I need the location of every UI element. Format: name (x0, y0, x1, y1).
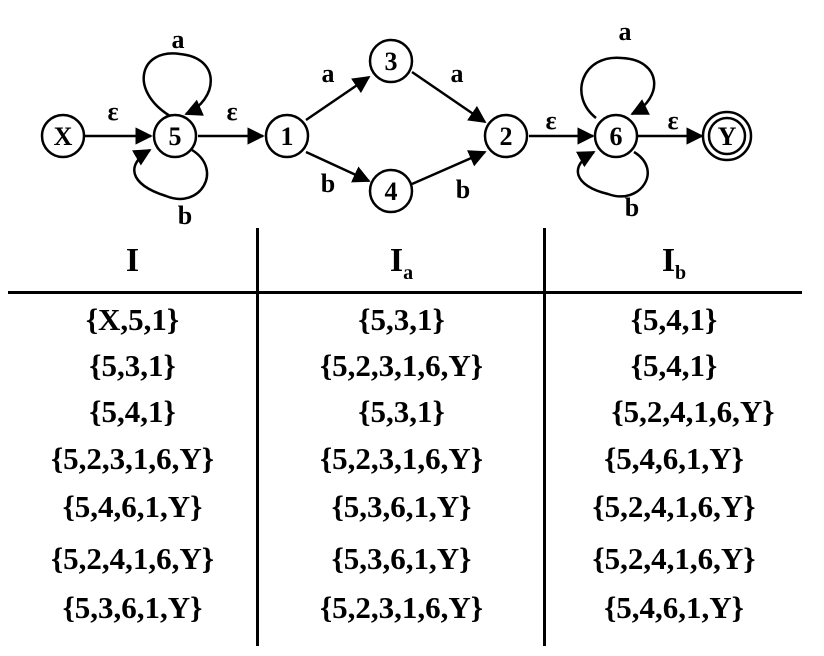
svg-text:Y: Y (718, 122, 737, 151)
table-cell: {5,3,1} (358, 302, 445, 337)
header-i-a: Ia (389, 242, 414, 284)
table-cell: {5,4,1} (89, 394, 176, 429)
state-2: 2 (483, 113, 529, 159)
label-5-1: ε (226, 97, 237, 126)
table-cell: {5,2,4,1,6,Y} (50, 541, 215, 576)
state-1: 1 (264, 113, 310, 159)
label-6-y: ε (667, 106, 678, 135)
subset-construction-table: I Ia Ib {X,5,1} {5,3,1} {5,4,1} {5,3,1} … (0, 228, 824, 656)
state-5: 5 (152, 113, 198, 159)
table-cell: {5,3,1} (358, 394, 445, 429)
column-divider-1 (256, 228, 259, 646)
state-6: 6 (593, 113, 639, 159)
table-cell: {5,3,6,1,Y} (62, 590, 203, 625)
loop-5-b (131, 148, 209, 201)
table-cell: {5,3,1} (89, 348, 176, 383)
label-loop-5-a: a (172, 25, 185, 54)
svg-text:2: 2 (500, 122, 513, 151)
svg-text:X: X (54, 122, 73, 151)
table-cell: {X,5,1} (85, 302, 180, 337)
table-cell: {5,3,6,1,Y} (331, 541, 472, 576)
table-cell: {5,4,6,1,Y} (604, 590, 744, 625)
nfa-diagram: X 5 1 3 4 2 6 Y ε a b ε a b a b ε a b ε (40, 17, 753, 228)
label-4-2: b (456, 175, 470, 204)
edge-4-2 (411, 150, 487, 186)
svg-text:6: 6 (610, 122, 623, 151)
table-cell: {5,2,3,1,6,Y} (50, 441, 215, 476)
header-divider (8, 291, 802, 294)
edge-1-4 (305, 150, 371, 183)
table-cell: {5,4,1} (630, 302, 718, 337)
label-2-6: ε (545, 106, 556, 135)
table-cell: {5,4,6,1,Y} (604, 441, 744, 476)
svg-text:3: 3 (385, 47, 398, 76)
table-cell: {5,3,6,1,Y} (331, 489, 472, 524)
state-4: 4 (368, 168, 414, 214)
label-1-4: b (321, 169, 335, 198)
table-cell: {5,2,3,1,6,Y} (319, 348, 484, 383)
header-i-b: Ib (661, 242, 687, 284)
loop-6-a (580, 56, 656, 119)
label-3-2: a (451, 59, 464, 88)
table-cell: {5,2,3,1,6,Y} (319, 441, 484, 476)
svg-text:4: 4 (385, 177, 398, 206)
svg-text:1: 1 (281, 122, 294, 151)
label-loop-6-a: a (619, 17, 632, 46)
edge-3-2 (411, 70, 487, 124)
table-cell: {5,4,1} (630, 348, 718, 383)
table-cell: {5,2,4,1,6,Y} (592, 541, 756, 576)
state-y-accepting: Y (701, 110, 753, 162)
column-divider-2 (543, 228, 546, 646)
table-cell: {5,2,3,1,6,Y} (319, 590, 484, 625)
table-cell: {5,2,4,1,6,Y} (611, 394, 775, 429)
loop-5-a (142, 52, 212, 118)
label-loop-5-b: b (178, 201, 192, 228)
label-x-5: ε (107, 97, 118, 126)
header-i: I (125, 242, 140, 279)
loop-6-b (575, 150, 649, 198)
table-cell: {5,4,6,1,Y} (62, 489, 203, 524)
table-cell: {5,2,4,1,6,Y} (592, 489, 756, 524)
label-1-3: a (322, 59, 335, 88)
edge-1-3 (305, 75, 371, 122)
state-3: 3 (368, 38, 414, 84)
svg-text:5: 5 (169, 122, 182, 151)
label-loop-6-b: b (625, 193, 639, 222)
state-x: X (40, 113, 86, 159)
